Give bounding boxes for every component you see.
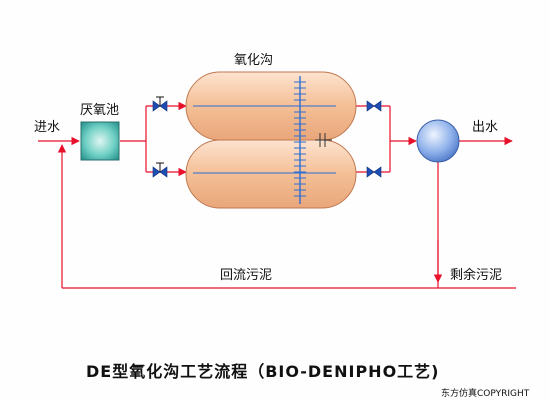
label-oxidation-ditch: 氧化沟 <box>234 53 273 68</box>
valve-inlet-top[interactable] <box>152 96 168 112</box>
label-anaerobic-tank: 厌氧池 <box>80 103 119 118</box>
label-return-sludge: 回流污泥 <box>220 268 272 283</box>
label-inflow: 进水 <box>34 120 60 135</box>
copyright-watermark: 东方仿真COPYRIGHT <box>441 387 530 399</box>
aerator-rotor-ticks <box>294 81 306 197</box>
label-outflow: 出水 <box>472 120 498 135</box>
valve-outlet-bottom[interactable] <box>366 166 382 178</box>
ditch-channel-bottom <box>185 139 357 209</box>
flow-lines <box>38 101 516 289</box>
diagram-title: DE型氧化沟工艺流程（BIO-DENIPHO工艺) <box>86 362 440 381</box>
secondary-clarifier <box>416 119 460 163</box>
label-excess-sludge: 剩余污泥 <box>450 267 502 283</box>
valve-outlet-top[interactable] <box>366 100 382 112</box>
anaerobic-tank <box>80 121 120 161</box>
valve-inlet-bottom[interactable] <box>152 162 168 178</box>
oxidation-ditch <box>185 71 357 209</box>
